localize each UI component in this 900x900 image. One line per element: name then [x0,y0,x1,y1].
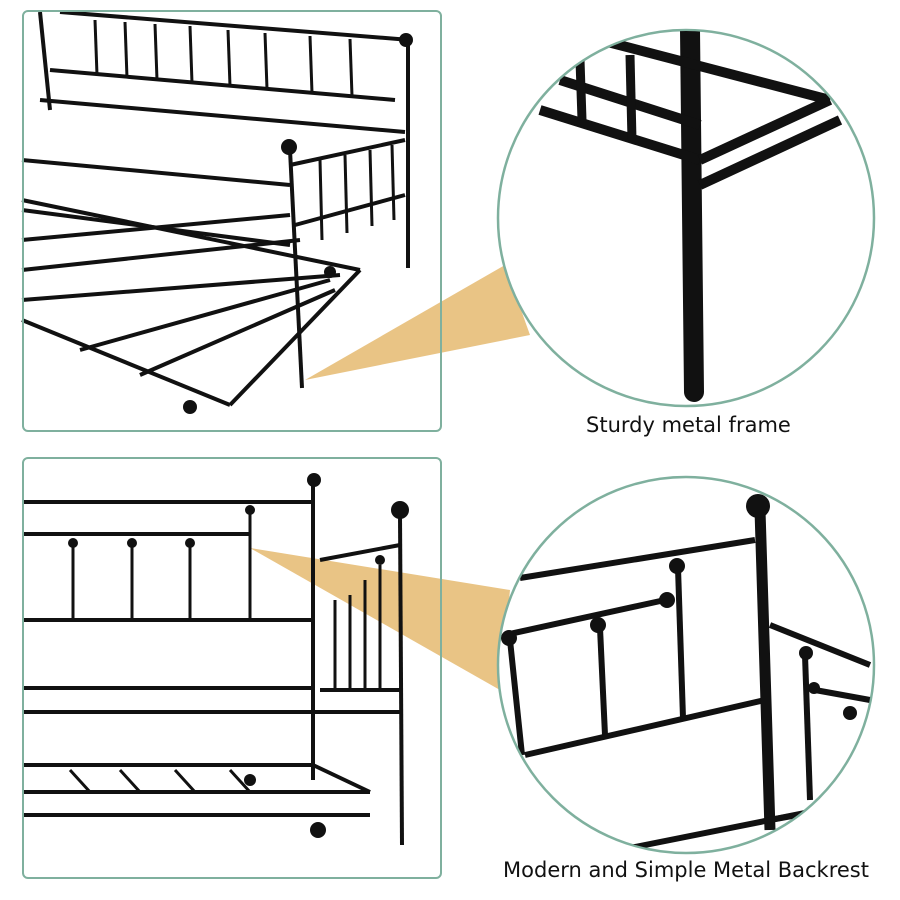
daybed-trundle-image-top [21,10,411,407]
feature-caption-metal-backrest: Modern and Simple Metal Backrest [503,858,869,882]
product-photo-panel-bottom [22,457,442,879]
callout-wedge-top [305,265,530,380]
feature-caption-sturdy-frame: Sturdy metal frame [586,413,791,437]
daybed-trundle-image-bottom [22,485,404,846]
detail-circle-bottom [496,475,876,855]
product-photo-panel-top [22,10,442,432]
detail-circle-top [496,28,876,408]
